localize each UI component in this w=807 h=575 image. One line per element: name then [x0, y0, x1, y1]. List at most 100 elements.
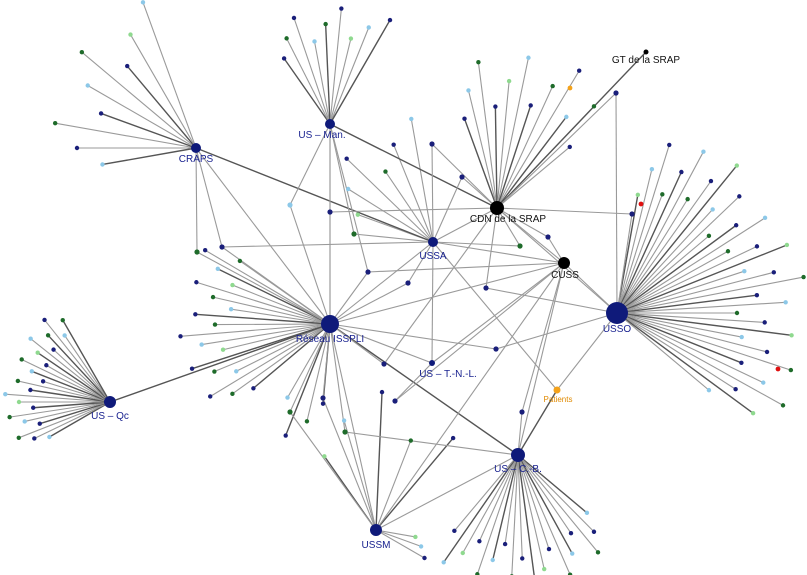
- edge-usso-leaf: [616, 250, 729, 314]
- edge-usso-leaf: [616, 312, 764, 384]
- edge-cdn_srap-leaf: [496, 116, 567, 209]
- leaf-node: [212, 369, 217, 374]
- leaf-node: [387, 17, 393, 23]
- leaf-node: [452, 528, 457, 534]
- leaf-node: [801, 274, 806, 280]
- leaf-node: [212, 322, 218, 327]
- edge-us_tnl-cuss: [431, 262, 565, 364]
- leaf-node: [584, 510, 590, 516]
- edge-us_man-cdn_srap: [329, 123, 498, 209]
- leaf-node: [568, 531, 574, 536]
- edge-craps-leaf: [102, 147, 197, 166]
- edge-us_cb-leaf: [476, 454, 519, 575]
- leaf-node: [764, 349, 770, 355]
- edge-us_qc-leaf: [30, 389, 111, 403]
- edge-craps-leaf: [81, 51, 197, 149]
- leaf-node: [230, 391, 235, 397]
- edge-mid-cuss: [394, 262, 565, 402]
- edge-ussm-leaf: [375, 440, 412, 531]
- leaf-node: [391, 142, 396, 147]
- edge-reseau-leaf: [287, 323, 331, 398]
- leaf-node: [312, 39, 317, 44]
- edge-reseau-leaf: [209, 323, 331, 397]
- label-gt-srap: GT de la SRAP: [612, 55, 681, 66]
- edge-usso-leaf: [616, 276, 804, 314]
- edge-mid-ussa: [432, 241, 521, 247]
- edge-mid-usso: [616, 213, 633, 314]
- leaf-node: [460, 550, 465, 556]
- edge-usso-leaf: [616, 217, 766, 314]
- intermediate-node: [342, 429, 348, 435]
- leaf-node: [37, 421, 42, 426]
- edge-reseau-leaf: [231, 308, 331, 325]
- leaf-node: [194, 280, 199, 285]
- edge-ussm-leaf: [375, 437, 454, 531]
- label-cdn-srap: CDN de la SRAP: [470, 214, 546, 225]
- edge-mid-craps: [195, 147, 223, 248]
- edge-craps-leaf: [100, 112, 197, 149]
- leaf-node: [60, 317, 65, 323]
- edge-us_man-leaf: [313, 41, 331, 125]
- label-usso: USSO: [603, 324, 632, 335]
- leaf-node: [550, 83, 555, 89]
- edge-us_qc-leaf: [37, 352, 111, 403]
- edge-usso-leaf: [616, 312, 736, 390]
- edge-us_cb-leaf: [504, 454, 519, 545]
- intermediate-node: [483, 285, 489, 291]
- edge-us_cb-leaf: [453, 454, 519, 532]
- edge-craps-leaf: [87, 85, 197, 149]
- intermediate-node: [194, 249, 200, 255]
- edge-reseau-leaf: [214, 323, 331, 373]
- intermediate-node: [629, 211, 635, 217]
- leaf-node: [567, 144, 572, 150]
- leaf-node: [47, 434, 52, 440]
- edge-mid-ussa: [431, 143, 434, 243]
- leaf-node: [701, 149, 706, 154]
- edge-us_qc-leaf: [9, 401, 111, 418]
- leaf-node: [345, 186, 351, 192]
- edge-mid-reseau: [289, 323, 331, 413]
- leaf-node: [52, 120, 58, 126]
- edge-reseau-leaf: [232, 284, 331, 325]
- hub-node-craps: [191, 143, 201, 153]
- label-us-man: US – Man.: [298, 130, 345, 141]
- leaf-node: [284, 36, 289, 41]
- edge-mid-ussa: [221, 241, 434, 248]
- edge-ussa-leaf: [410, 118, 434, 243]
- leaf-node: [140, 0, 146, 5]
- edge-us_cb-leaf: [517, 454, 588, 514]
- leaf-node: [234, 369, 239, 374]
- edge-mid-cuss: [367, 262, 565, 273]
- edge-usso-leaf: [616, 245, 758, 314]
- edge-usso-leaf: [616, 180, 712, 314]
- edge-reseau-ussm: [329, 323, 377, 531]
- edge-us_cb-leaf: [517, 454, 595, 533]
- edge-us_qc-leaf: [53, 349, 111, 403]
- leaf-node: [210, 294, 216, 300]
- edge-ussa-leaf: [385, 171, 434, 243]
- edge-reseau-us_cb: [329, 323, 519, 456]
- leaf-node: [526, 55, 531, 60]
- leaf-node: [230, 282, 235, 288]
- edge-cdn_srap-leaf: [496, 57, 529, 209]
- edge-usso-leaf: [616, 312, 768, 353]
- edge-mid-cdn_srap: [383, 207, 498, 365]
- leaf-node: [304, 419, 310, 424]
- edge-ussm-us_cb: [375, 454, 519, 531]
- intermediate-node: [287, 409, 293, 415]
- edge-reseau-leaf: [222, 323, 331, 351]
- leaf-node: [85, 83, 90, 88]
- leaf-node: [733, 223, 739, 228]
- leaf-node: [19, 357, 24, 362]
- edge-cdn_srap-leaf: [494, 106, 498, 209]
- edge-us_qc-leaf: [64, 335, 111, 403]
- edge-us_cb-leaf: [517, 454, 573, 554]
- intermediate-node: [459, 174, 465, 180]
- leaf-node: [725, 249, 731, 254]
- edge-ussa-leaf: [346, 158, 434, 243]
- edge-us_cb-leaf: [511, 454, 519, 575]
- node-layer: [3, 0, 806, 575]
- leaf-node-orange: [567, 85, 573, 91]
- edge-mid-cuss: [521, 262, 565, 413]
- intermediate-node: [219, 244, 225, 250]
